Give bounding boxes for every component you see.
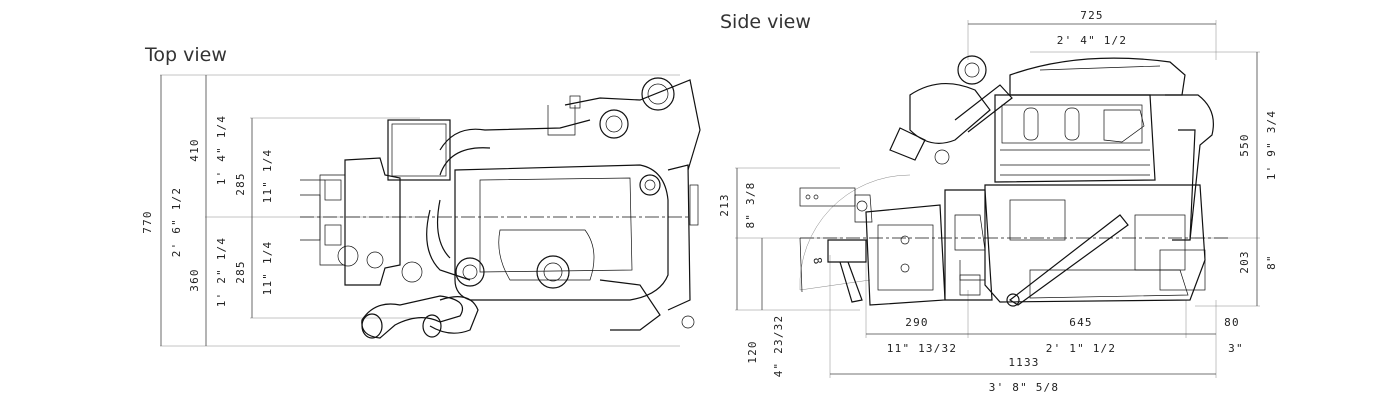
side-height-upper-in: 1' 9" 3/4 [1265, 110, 1278, 180]
top-lower-mm: 360 [188, 268, 201, 291]
top-mount-upper-in: 11" 1/4 [261, 149, 274, 204]
top-upper-mm: 410 [188, 138, 201, 161]
side-view-title: Side view [720, 11, 811, 33]
side-left-upper-in: 8" 3/8 [744, 182, 757, 229]
engine-top-outline [300, 77, 701, 339]
side-total-mm: 1133 [1008, 356, 1039, 369]
top-upper-in: 1' 4" 1/4 [215, 115, 228, 185]
side-seg1-in: 11" 13/32 [887, 342, 957, 355]
top-mount-upper-mm: 285 [234, 172, 247, 195]
side-view: 725 2' 4" 1/2 550 1' 9" 3/4 203 8" 213 8… [718, 9, 1278, 394]
top-overall-mm: 770 [141, 210, 154, 233]
side-total-in: 3' 8" 5/8 [989, 381, 1059, 394]
side-seg1-mm: 290 [905, 316, 928, 329]
side-seg2-mm: 645 [1069, 316, 1092, 329]
side-left-lower-in: 4" 23/32 [772, 315, 785, 378]
top-mount-lower-mm: 285 [234, 260, 247, 283]
side-width-in: 2' 4" 1/2 [1057, 34, 1127, 47]
side-height-upper-mm: 550 [1238, 133, 1251, 156]
side-seg2-in: 2' 1" 1/2 [1046, 342, 1116, 355]
top-lower-in: 1' 2" 1/4 [215, 237, 228, 307]
top-view: 770 2' 6" 1/2 410 1' 4" 1/4 360 1' 2" 1/… [141, 74, 701, 347]
side-angle-label: 8 [810, 256, 824, 266]
side-seg3-mm: 80 [1224, 316, 1240, 329]
top-mount-lower-in: 11" 1/4 [261, 241, 274, 296]
side-height-lower-in: 8" [1265, 254, 1278, 270]
side-width-mm: 725 [1080, 9, 1103, 22]
side-height-lower-mm: 203 [1238, 250, 1251, 273]
side-seg3-in: 3" [1228, 342, 1244, 355]
top-overall-in: 2' 6" 1/2 [170, 187, 183, 257]
side-left-upper-mm: 213 [718, 193, 731, 216]
engine-side-outline [799, 55, 1230, 307]
top-view-title: Top view [145, 44, 227, 66]
side-left-lower-mm: 120 [746, 340, 759, 363]
